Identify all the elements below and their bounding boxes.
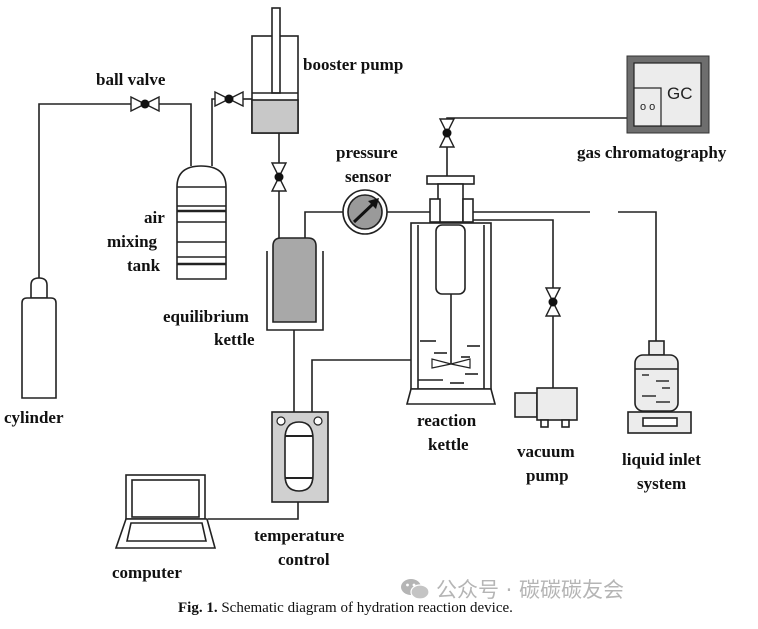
pipe-valve-tank — [159, 103, 192, 166]
gc-valve-icon[interactable] — [439, 118, 455, 148]
temperature-control-unit — [271, 411, 329, 503]
gas-cylinder — [21, 277, 57, 399]
pipe-reactor-vacuumvalve — [472, 219, 554, 288]
temperature-control-label-line1: temperature — [254, 526, 345, 545]
gauge-needle-icon — [368, 198, 379, 209]
ball-valve-label: ball valve — [96, 70, 166, 89]
liquid-inlet-label-line2: system — [637, 474, 686, 493]
watermark: 公众号 · 碳碳碳友会 — [400, 574, 624, 604]
temperature-control-label-line2: control — [278, 550, 330, 569]
booster-pump-label: booster pump — [303, 55, 403, 74]
booster-pump — [251, 7, 299, 134]
gas-chromatography-unit: GC o o — [626, 55, 710, 134]
reaction-kettle-label-line1: reaction — [417, 411, 477, 430]
pressure-sensor-label-line1: pressure — [336, 143, 398, 162]
pipe-eqkettle-sensor — [304, 211, 343, 238]
liquid-inlet-system — [627, 340, 692, 434]
gc-ports: o o — [640, 101, 655, 113]
equilibrium-kettle-label-line2: kettle — [214, 330, 255, 349]
air-mixing-tank-label-line1: air — [144, 208, 165, 227]
gc-badge: GC — [667, 84, 693, 103]
computer-laptop — [114, 474, 217, 549]
cylinder-label: cylinder — [4, 408, 64, 427]
air-mixing-tank-label-line3: tank — [127, 256, 161, 275]
air-mixing-tank-label-line2: mixing — [107, 232, 158, 251]
vacuum-valve-icon[interactable] — [545, 287, 561, 317]
vacuum-pump-label-line1: vacuum — [517, 442, 575, 461]
reaction-kettle-label-line2: kettle — [428, 435, 469, 454]
pipe-tempctrl-computer — [208, 502, 299, 520]
air-mixing-tank — [176, 165, 227, 280]
equilibrium-kettle-label-line1: equilibrium — [163, 307, 249, 326]
vacuum-pump — [514, 387, 578, 428]
pipe-tank-booster-valve — [211, 98, 216, 166]
reaction-kettle — [405, 175, 497, 405]
pipe-liquidvalve-inlet — [618, 211, 657, 341]
liquid-inlet-label-line1: liquid inlet — [622, 450, 701, 469]
pipe-cylinder-valve — [38, 103, 131, 278]
equilibrium-kettle — [266, 237, 324, 331]
caption-text: Schematic diagram of hydration reaction … — [221, 600, 513, 616]
watermark-text: 公众号 · 碳碳碳友会 — [436, 578, 625, 602]
pressure-sensor-label-line2: sensor — [345, 167, 392, 186]
pressure-sensor — [342, 189, 388, 235]
gas-chromatography-label: gas chromatography — [577, 143, 727, 162]
pipe-jacket-tempctrl — [311, 359, 411, 412]
wechat-icon — [401, 579, 430, 600]
pipe-gcvalve-gc — [446, 117, 628, 119]
vacuum-pump-label-line2: pump — [526, 466, 569, 485]
caption-prefix: Fig. 1. — [178, 600, 218, 616]
ball-valve-icon[interactable] — [130, 96, 160, 112]
computer-label: computer — [112, 563, 182, 582]
pipes — [38, 98, 657, 520]
booster-outlet-valve-icon[interactable] — [271, 162, 287, 192]
figure-caption: Fig. 1. Schematic diagram of hydration r… — [178, 600, 513, 617]
booster-inlet-valve-icon[interactable] — [214, 91, 244, 107]
